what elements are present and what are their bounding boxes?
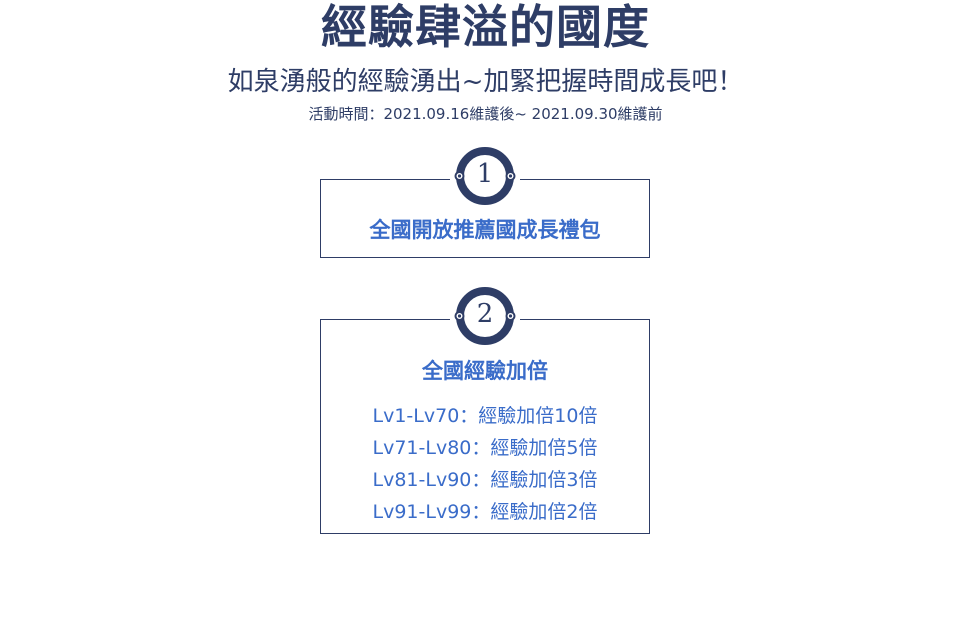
numbered-ring-icon: 2: [450, 287, 520, 349]
section-exp-boost: 2 全國經驗加倍 Lv1-Lv70：經驗加倍10倍 Lv71-Lv80：經驗加倍…: [320, 287, 650, 534]
event-period: 活動時間：2021.09.16維護後~ 2021.09.30維護前: [308, 105, 663, 123]
page-subtitle: 如泉湧般的經驗湧出~加緊把握時間成長吧！: [227, 67, 744, 97]
list-item: Lv81-Lv90：經驗加倍3倍: [372, 469, 598, 491]
exp-multiplier-list: Lv1-Lv70：經驗加倍10倍 Lv71-Lv80：經驗加倍5倍 Lv81-L…: [321, 400, 649, 528]
section-title: 全國開放推薦國成長禮包: [369, 218, 601, 242]
list-item: Lv71-Lv80：經驗加倍5倍: [372, 437, 598, 459]
section-growth-pack: 1 全國開放推薦國成長禮包: [320, 147, 650, 258]
page-title: 經驗肆溢的國度: [321, 0, 650, 54]
section-title: 全國經驗加倍: [422, 359, 548, 383]
numbered-ring-icon: 1: [450, 147, 520, 209]
section-number: 1: [476, 159, 494, 189]
list-item: Lv91-Lv99：經驗加倍2倍: [372, 501, 598, 523]
section-number: 2: [476, 299, 494, 329]
list-item: Lv1-Lv70：經驗加倍10倍: [372, 405, 598, 427]
